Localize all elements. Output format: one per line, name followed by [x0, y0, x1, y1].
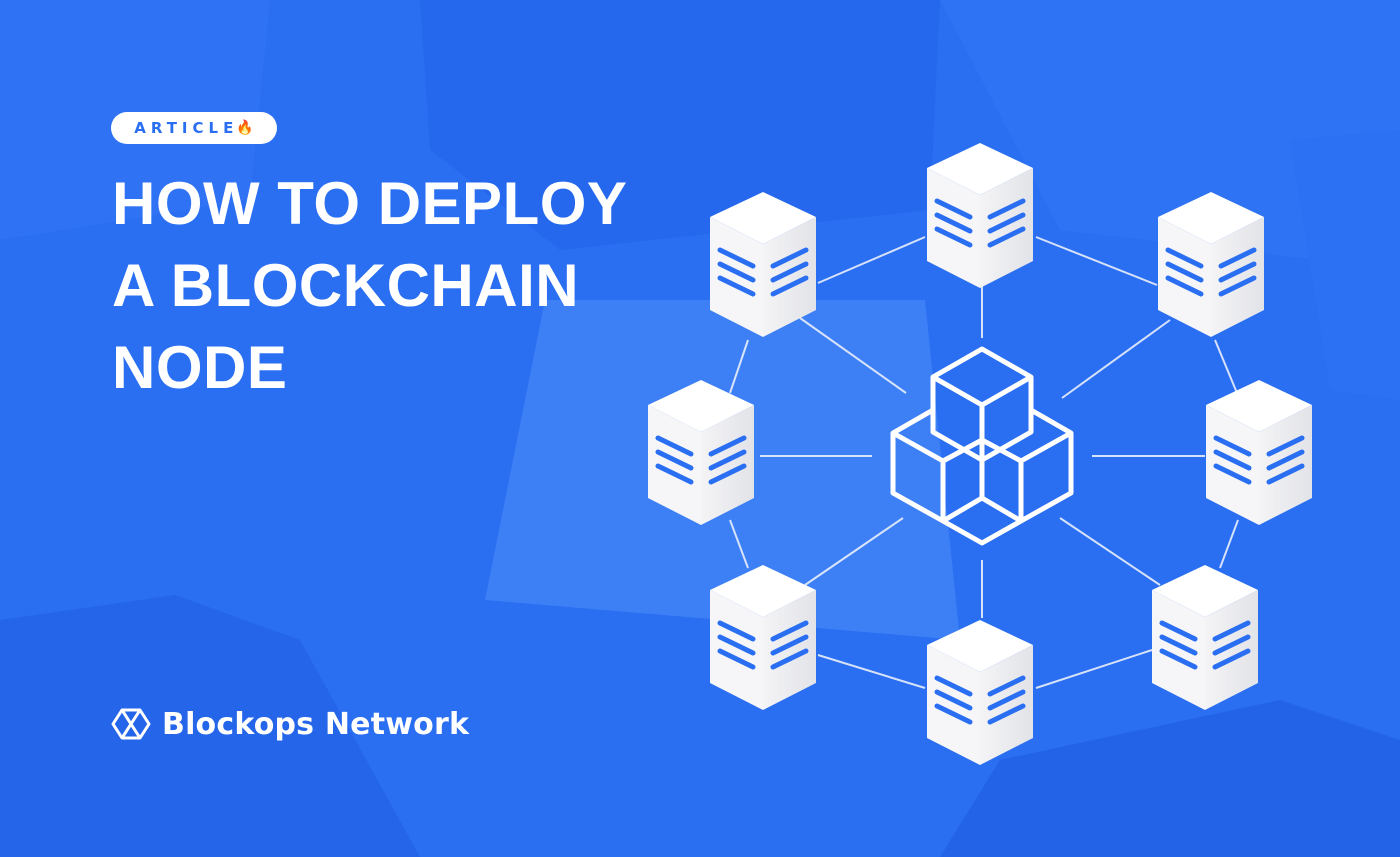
- blockops-logo-icon: [111, 708, 151, 740]
- connection-lines: [729, 236, 1239, 689]
- headline-line-3: NODE: [112, 334, 288, 401]
- brand-name: Blockops Network: [162, 706, 470, 742]
- fire-emoji-icon: 🔥: [236, 120, 254, 136]
- headline: HOW TO DEPLOY A BLOCKCHAIN NODE: [112, 163, 627, 409]
- server-block-icon: [710, 565, 816, 710]
- badge-label: ARTICLE: [134, 119, 239, 137]
- server-block-icon: [1152, 565, 1258, 710]
- server-block-icon: [710, 192, 816, 337]
- brand: Blockops Network: [111, 702, 469, 746]
- server-block-icon: [927, 620, 1033, 765]
- article-badge: ARTICLE🔥: [111, 112, 277, 144]
- server-block-icon: [1206, 380, 1312, 525]
- headline-line-2: A BLOCKCHAIN: [112, 252, 580, 319]
- headline-line-1: HOW TO DEPLOY: [112, 170, 628, 237]
- hub-block-cluster: [890, 346, 1074, 546]
- server-block-icon: [648, 380, 754, 525]
- server-block-icon: [927, 143, 1033, 288]
- server-block-icon: [1158, 192, 1264, 337]
